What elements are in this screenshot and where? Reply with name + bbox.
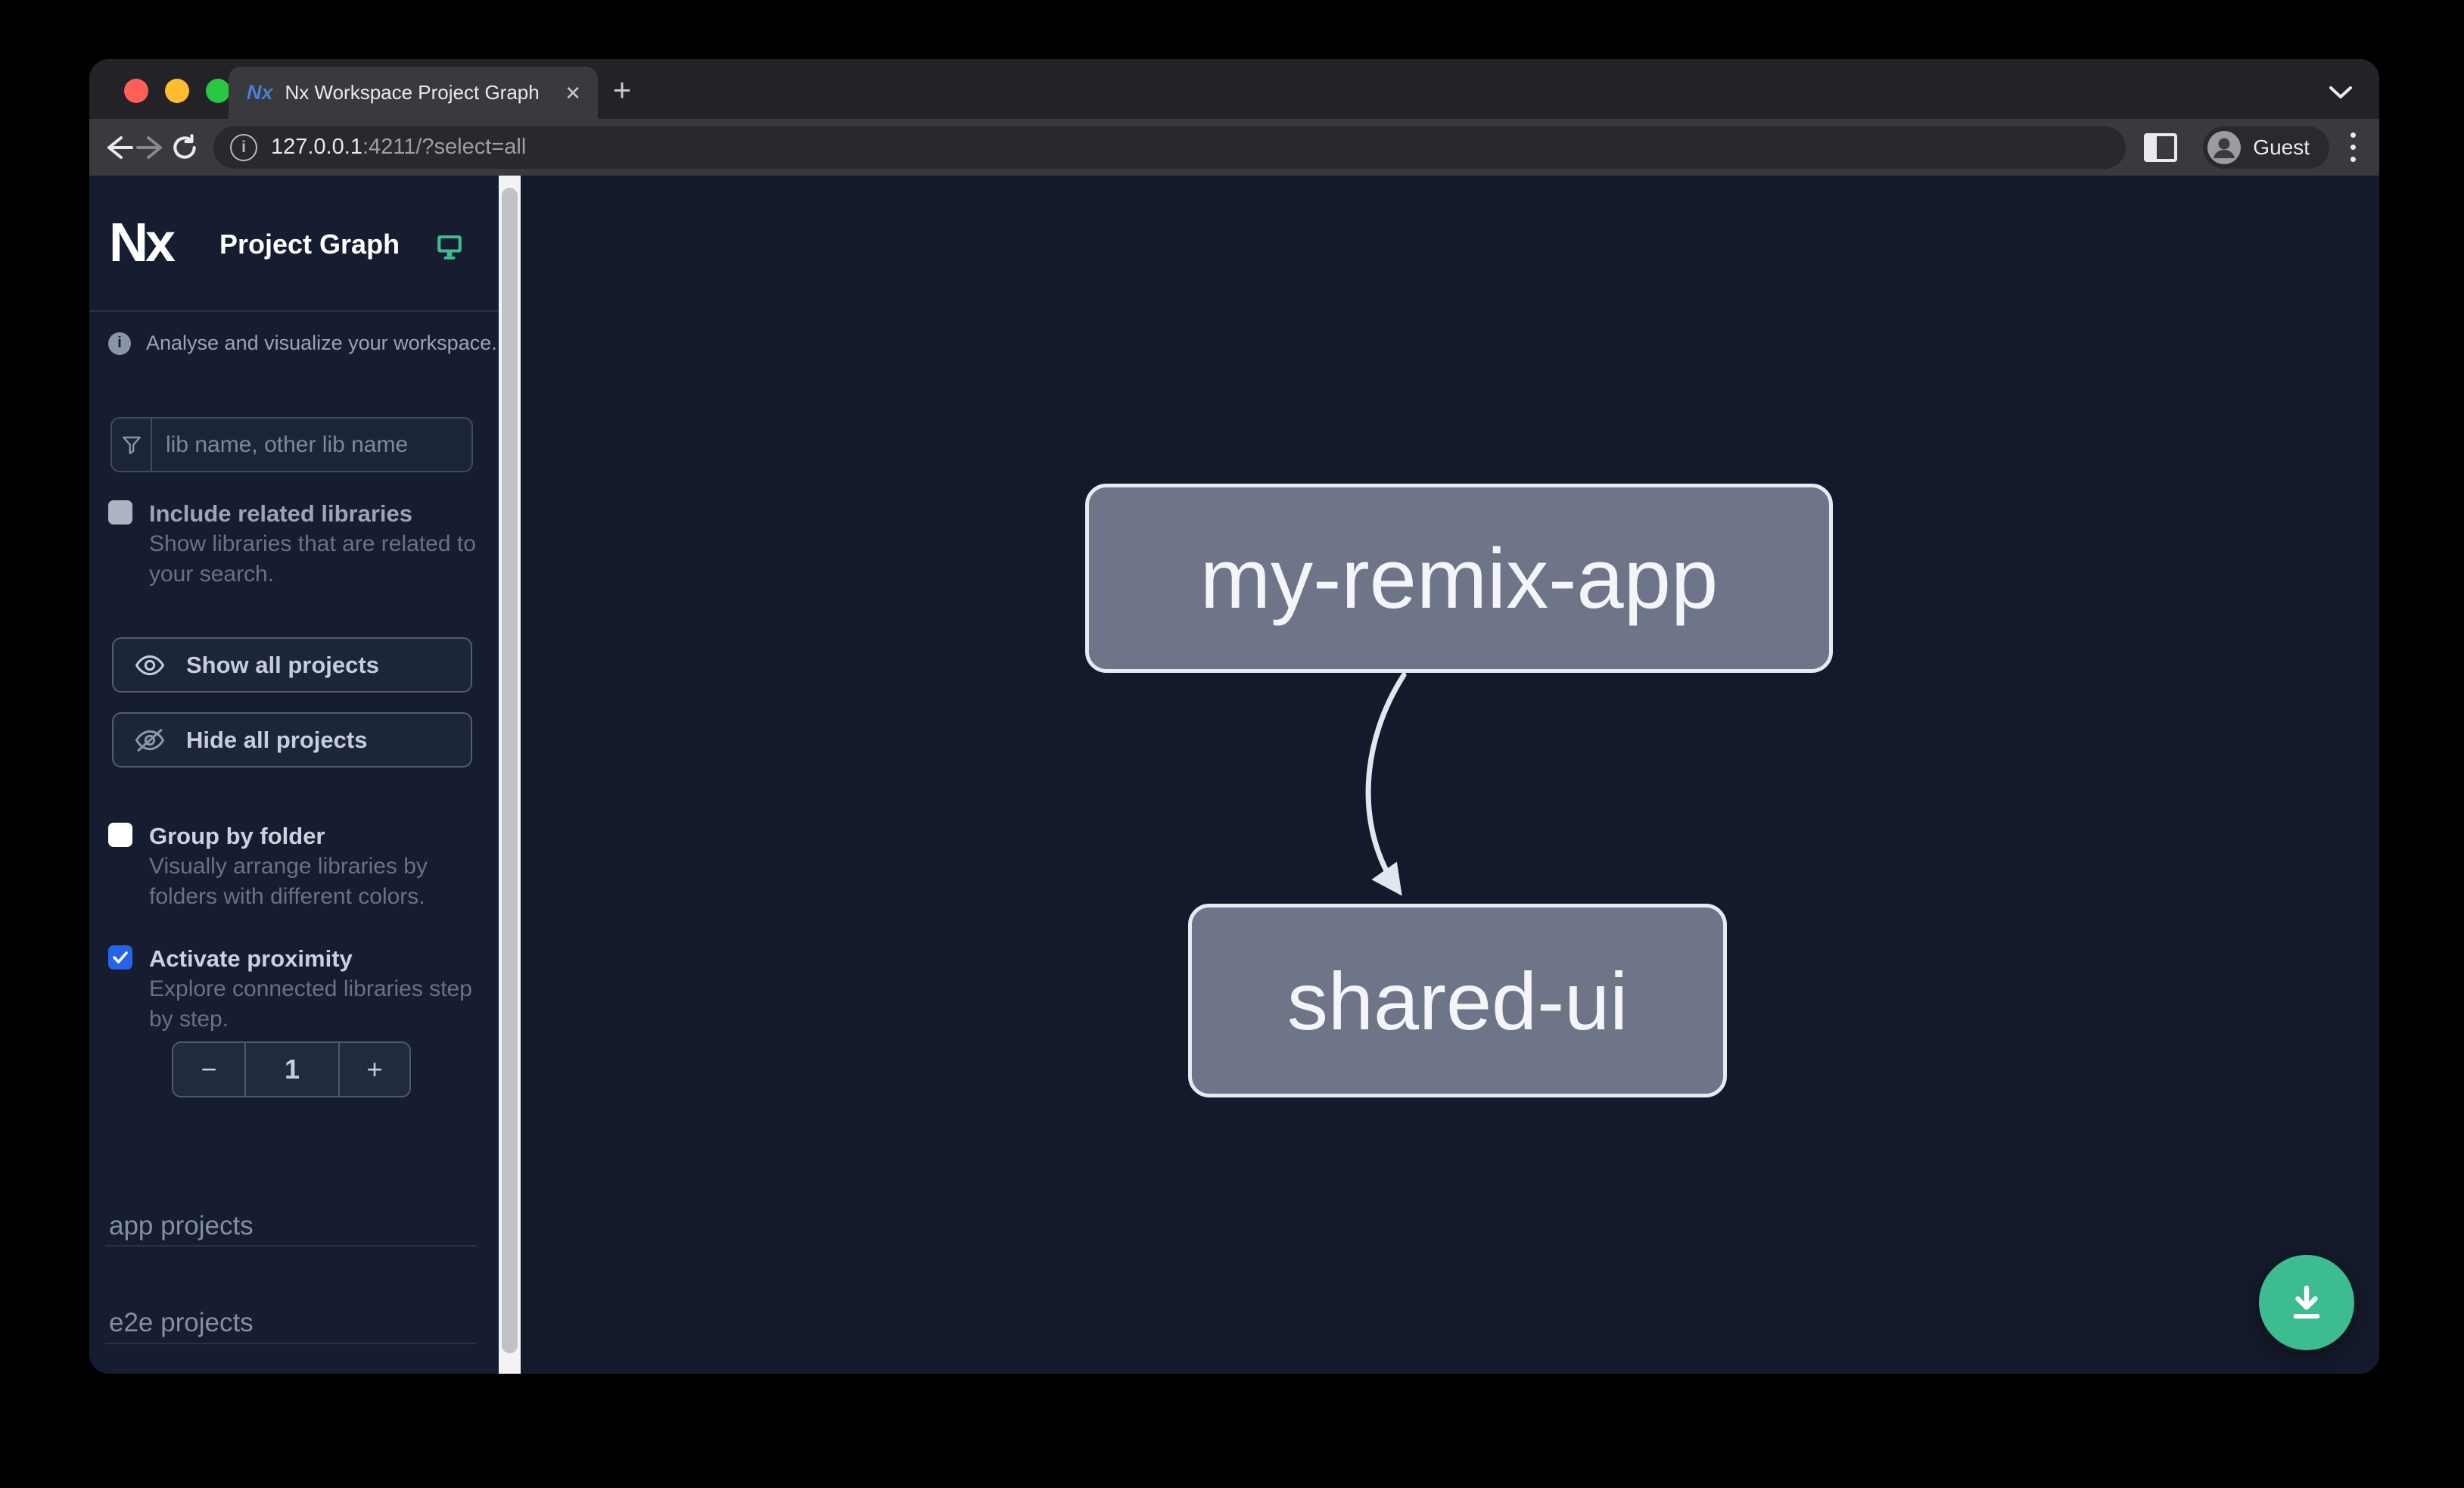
option-description: Visually arrange libraries by folders wi… — [149, 854, 428, 909]
tab-close-icon[interactable]: ✕ — [565, 81, 581, 104]
option-description: Show libraries that are related to your … — [149, 531, 476, 587]
url-text[interactable]: 127.0.0.1:4211/?select=all — [271, 135, 526, 160]
sidebar: Nx Project Graph i Analyse and visualize… — [89, 176, 499, 1374]
nx-logo: Nx — [109, 213, 176, 273]
tab-search-chevron-icon[interactable] — [2328, 85, 2354, 100]
maximize-window-button[interactable] — [206, 79, 230, 103]
filter-box — [110, 417, 473, 472]
tagline-row: i Analyse and visualize your workspace. — [108, 332, 497, 355]
site-info-icon[interactable]: i — [230, 133, 257, 161]
url-host: 127.0.0.1 — [271, 135, 362, 159]
section-e2e-projects: e2e projects — [109, 1308, 254, 1337]
theme-monitor-icon[interactable] — [434, 232, 465, 262]
filter-funnel-icon — [112, 419, 152, 471]
option-label: Group by folder — [149, 823, 325, 849]
option-activate-proximity: Activate proximity Explore connected lib… — [108, 944, 481, 1035]
page-title: Project Graph — [219, 229, 400, 260]
new-tab-button[interactable]: + — [612, 72, 632, 107]
checkbox-group-by-folder[interactable] — [108, 823, 132, 847]
graph-node-my-remix-app[interactable]: my-remix-app — [1085, 484, 1833, 673]
reload-icon[interactable] — [168, 131, 201, 164]
download-icon — [2293, 1285, 2320, 1319]
stepper-value: 1 — [246, 1043, 340, 1096]
hide-all-projects-label: Hide all projects — [186, 726, 368, 753]
browser-toolbar: i 127.0.0.1:4211/?select=all Guest — [89, 119, 2379, 176]
project-graph-canvas[interactable]: my-remix-app shared-ui — [521, 176, 2379, 1374]
forward-icon[interactable] — [135, 131, 168, 164]
option-include-related: Include related libraries Show libraries… — [108, 499, 481, 590]
checkmark-icon — [113, 951, 128, 963]
address-bar[interactable]: i 127.0.0.1:4211/?select=all — [213, 126, 2126, 169]
show-all-projects-label: Show all projects — [186, 651, 379, 678]
sidebar-header: Nx Project Graph — [89, 176, 499, 312]
download-graph-button[interactable] — [2259, 1255, 2354, 1350]
divider — [105, 1343, 477, 1344]
eye-icon — [135, 655, 165, 675]
avatar-icon — [2207, 130, 2242, 164]
profile-chip[interactable]: Guest — [2203, 126, 2329, 169]
dependency-edge — [1365, 672, 1407, 896]
nx-favicon-icon: Nx — [247, 81, 273, 104]
option-group-by-folder: Group by folder Visually arrange librari… — [108, 821, 481, 912]
browser-window: Nx Nx Workspace Project Graph ✕ + i 127.… — [89, 59, 2379, 1374]
stepper-decrement-button[interactable]: − — [173, 1043, 246, 1096]
minimize-window-button[interactable] — [165, 79, 189, 103]
tagline-text: Analyse and visualize your workspace. — [146, 332, 497, 354]
graph-node-shared-ui[interactable]: shared-ui — [1188, 904, 1727, 1097]
section-app-projects: app projects — [109, 1211, 254, 1241]
checkbox-include-related[interactable] — [108, 500, 132, 525]
option-label: Include related libraries — [149, 500, 413, 527]
divider — [105, 1245, 477, 1247]
filter-input[interactable] — [152, 431, 471, 458]
tab-title: Nx Workspace Project Graph — [285, 81, 540, 104]
close-window-button[interactable] — [124, 79, 148, 103]
back-icon[interactable] — [101, 131, 135, 164]
option-description: Explore connected libraries step by step… — [149, 976, 472, 1032]
tab-strip: Nx Nx Workspace Project Graph ✕ + — [89, 59, 2379, 119]
show-all-projects-button[interactable]: Show all projects — [112, 637, 472, 693]
browser-tab[interactable]: Nx Nx Workspace Project Graph ✕ — [229, 67, 598, 119]
scrollbar-thumb[interactable] — [502, 188, 518, 1353]
hide-all-projects-button[interactable]: Hide all projects — [112, 712, 472, 767]
proximity-stepper: − 1 + — [172, 1041, 411, 1097]
url-path: :4211/?select=all — [362, 135, 527, 159]
info-icon: i — [108, 332, 131, 355]
browser-menu-icon[interactable] — [2350, 132, 2357, 162]
sidebar-scrollbar[interactable] — [499, 176, 521, 1374]
profile-name: Guest — [2253, 135, 2310, 159]
option-label: Activate proximity — [149, 945, 353, 972]
checkbox-activate-proximity[interactable] — [108, 945, 132, 970]
side-panel-icon[interactable] — [2144, 132, 2178, 162]
eye-off-icon — [135, 728, 165, 752]
stepper-increment-button[interactable]: + — [366, 1054, 383, 1085]
